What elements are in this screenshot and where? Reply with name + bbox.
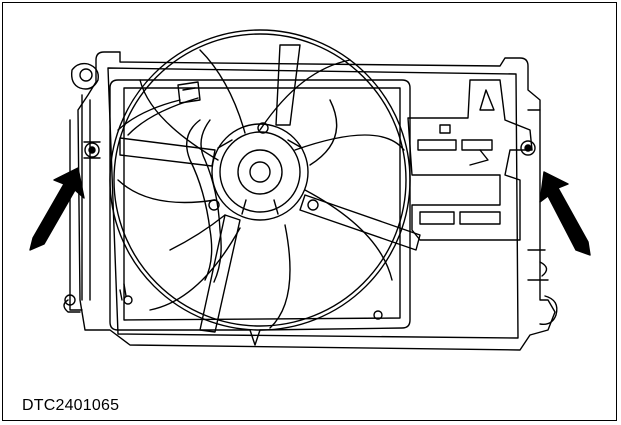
fan-motor-hub <box>208 122 319 221</box>
left-arrow <box>29 167 85 251</box>
cooling-fan-blades <box>109 29 411 331</box>
radiator-core <box>63 51 558 351</box>
wiring-harness <box>117 81 222 283</box>
figure-caption: DTC2401065 <box>22 397 120 414</box>
right-mounting-bolt <box>520 140 536 156</box>
right-arrow <box>539 171 591 256</box>
radiator-mounting-bracket <box>407 79 533 241</box>
left-mounting-bolt <box>83 141 101 159</box>
cooling-fan-assembly-illustration <box>29 29 591 351</box>
figure-frame <box>2 2 617 421</box>
